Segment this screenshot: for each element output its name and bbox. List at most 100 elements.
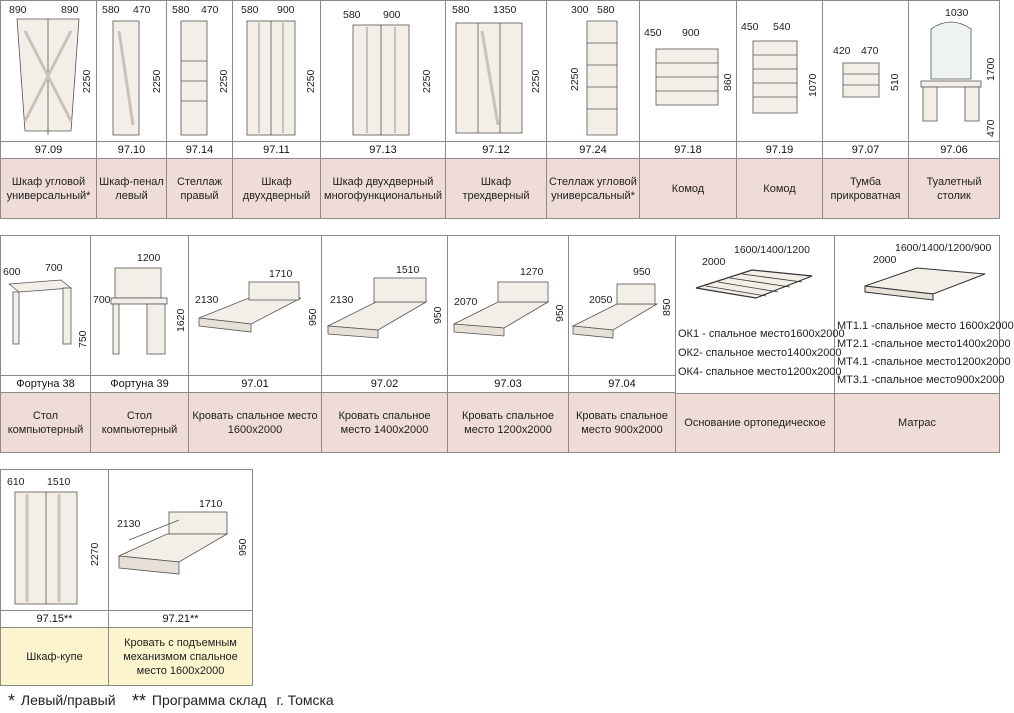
- product-97-04: 2050 950 850 97.04 Кровать спальное мест…: [569, 236, 676, 452]
- dim-depth: 580: [241, 4, 259, 16]
- spec-line: МТ3.1 -спальное место900х2000: [837, 374, 1005, 386]
- tall-cabinet-icon: [112, 20, 140, 136]
- product-code: 97.19: [737, 142, 822, 159]
- footnote-text: Левый/правый: [20, 692, 116, 708]
- product-code: 97.03: [448, 376, 568, 393]
- bed-icon: [198, 281, 302, 333]
- product-image: 2000 1600/1400/1200/900 МТ1.1 -спальное …: [835, 236, 1014, 394]
- product-name: Стол компьютерный: [91, 393, 188, 452]
- sliding-wardrobe-icon: [14, 491, 78, 605]
- product-97-07: 420 470 510 97.07 Тумба прикроватная: [823, 1, 909, 218]
- product-97-11: 580 900 2250 97.11 Шкаф двухдверный: [233, 1, 321, 218]
- product-image: 450 540 1070: [737, 1, 822, 142]
- product-image: 580 470 2250: [97, 1, 166, 142]
- dim-depth: 450: [741, 21, 759, 33]
- product-name: Шкаф двухдверный: [233, 159, 320, 218]
- product-image: 2130 1710 950: [189, 236, 321, 376]
- two-door-wardrobe-icon: [246, 20, 296, 136]
- product-name: Комод: [737, 159, 822, 218]
- product-code: 97.21**: [109, 611, 252, 628]
- dim-width: 470: [861, 45, 879, 57]
- product-code: 97.14: [167, 142, 232, 159]
- bed-icon: [452, 281, 550, 337]
- product-name: Туалетный столик: [909, 159, 999, 218]
- lift-bed-icon: [117, 511, 229, 575]
- product-name: Шкаф трехдверный: [446, 159, 546, 218]
- dim-width: 580: [597, 4, 615, 16]
- product-97-13: 580 900 2250 97.13 Шкаф двухдверный мног…: [321, 1, 446, 218]
- dim-depth: 420: [833, 45, 851, 57]
- catalog-row-1: 890 890 2250 97.09 Шкаф угловой универса…: [0, 0, 1000, 219]
- single-bed-icon: [571, 283, 659, 339]
- dim-length: 2130: [117, 518, 141, 530]
- product-fortuna-38: 600 700 750 Фортуна 38 Стол компьютерный: [1, 236, 91, 452]
- spec-line: МТ1.1 -спальное место 1600х2000: [837, 320, 1014, 332]
- product-code: 97.09: [1, 142, 96, 159]
- product-image: 600 700 750: [1, 236, 90, 376]
- product-orthopedic-base: 2000 1600/1400/1200 ОК1 - спальное место…: [676, 236, 845, 452]
- product-image: 610 1510 2270: [1, 470, 108, 611]
- product-code: 97.13: [321, 142, 445, 159]
- product-name: Кровать спальное место 900х2000: [569, 393, 675, 452]
- corner-shelf-icon: [586, 20, 618, 136]
- product-97-19: 450 540 1070 97.19 Комод: [737, 1, 823, 218]
- product-name: Кровать спальное место 1200х2000: [448, 393, 568, 452]
- product-image: 2050 950 850: [569, 236, 675, 376]
- dim-width: 1510: [396, 264, 420, 276]
- product-image: 2070 1270 950: [448, 236, 568, 376]
- product-code: 97.04: [569, 376, 675, 393]
- dim-length: 2000: [873, 254, 897, 266]
- dim-width: 900: [682, 27, 700, 39]
- product-name: Шкаф угловой универсальный*: [1, 159, 96, 218]
- dim-width: 1200: [137, 252, 161, 264]
- product-image: 580 900 2250: [321, 1, 445, 142]
- product-name: Шкаф-купе: [1, 628, 108, 685]
- dim-length: 2130: [195, 294, 219, 306]
- dim-width: 1710: [269, 268, 293, 280]
- product-code: 97.06: [909, 142, 999, 159]
- dim-width: 700: [45, 262, 63, 274]
- product-97-01: 2130 1710 950 97.01 Кровать спальное мес…: [189, 236, 322, 452]
- product-image: 2130 1510 950: [322, 236, 447, 376]
- dim-depth: 450: [644, 27, 662, 39]
- product-97-24: 300 580 2250 97.24 Стеллаж угловой униве…: [547, 1, 640, 218]
- product-image: 580 1350 2250: [446, 1, 546, 142]
- product-fortuna-39: 1200 700 1620 Фортуна 39 Стол компьютерн…: [91, 236, 189, 452]
- dim-length: 2130: [330, 294, 354, 306]
- product-code: 97.15**: [1, 611, 108, 628]
- spec-line: МТ2.1 -спальное место1400х2000: [837, 338, 1011, 350]
- dim-length: 2070: [454, 296, 478, 308]
- product-name: Стол компьютерный: [1, 393, 90, 452]
- product-name: Комод: [640, 159, 736, 218]
- product-image: 580 470 2250: [167, 1, 232, 142]
- spec-line: ОК4- спальное место1200х2000: [678, 366, 842, 378]
- product-code: 97.07: [823, 142, 908, 159]
- product-code: Фортуна 38: [1, 376, 90, 393]
- product-97-03: 2070 1270 950 97.03 Кровать спальное мес…: [448, 236, 569, 452]
- dim-width: 1030: [945, 7, 969, 19]
- catalog-row-2: 600 700 750 Фортуна 38 Стол компьютерный…: [0, 235, 1014, 453]
- product-97-18: 450 900 860 97.18 Комод: [640, 1, 737, 218]
- spec-line: ОК1 - спальное место1600х2000: [678, 328, 845, 340]
- product-97-10: 580 470 2250 97.10 Шкаф-пенал левый: [97, 1, 167, 218]
- footnote-warehouse-program: ** Программа склад г. Томска: [132, 691, 334, 712]
- desk-with-hutch-icon: [110, 267, 168, 355]
- catalog-row-3: 610 1510 2270 97.15** Шкаф-купе 2130 171…: [0, 469, 253, 686]
- product-image: 1200 700 1620: [91, 236, 188, 376]
- product-name: Основание ортопедическое: [676, 394, 834, 452]
- product-name: Шкаф-пенал левый: [97, 159, 166, 218]
- footnote-left-right: * Левый/правый: [8, 691, 116, 712]
- dim-width: 950: [633, 266, 651, 278]
- product-name: Кровать с подъемным механизмом спальное …: [109, 628, 252, 685]
- dim-width: 1600/1400/1200/900: [895, 242, 992, 254]
- product-mattress: 2000 1600/1400/1200/900 МТ1.1 -спальное …: [835, 236, 1014, 452]
- dim-width: 1270: [520, 266, 544, 278]
- dim-length: 2000: [702, 256, 726, 268]
- dim-depth: 580: [172, 4, 190, 16]
- mattress-icon: [864, 267, 986, 301]
- product-image: 2130 1710 950: [109, 470, 252, 611]
- product-image: 450 900 860: [640, 1, 736, 142]
- product-image: 890 890 2250: [1, 1, 96, 142]
- product-image: 300 580 2250: [547, 1, 639, 142]
- product-code: 97.18: [640, 142, 736, 159]
